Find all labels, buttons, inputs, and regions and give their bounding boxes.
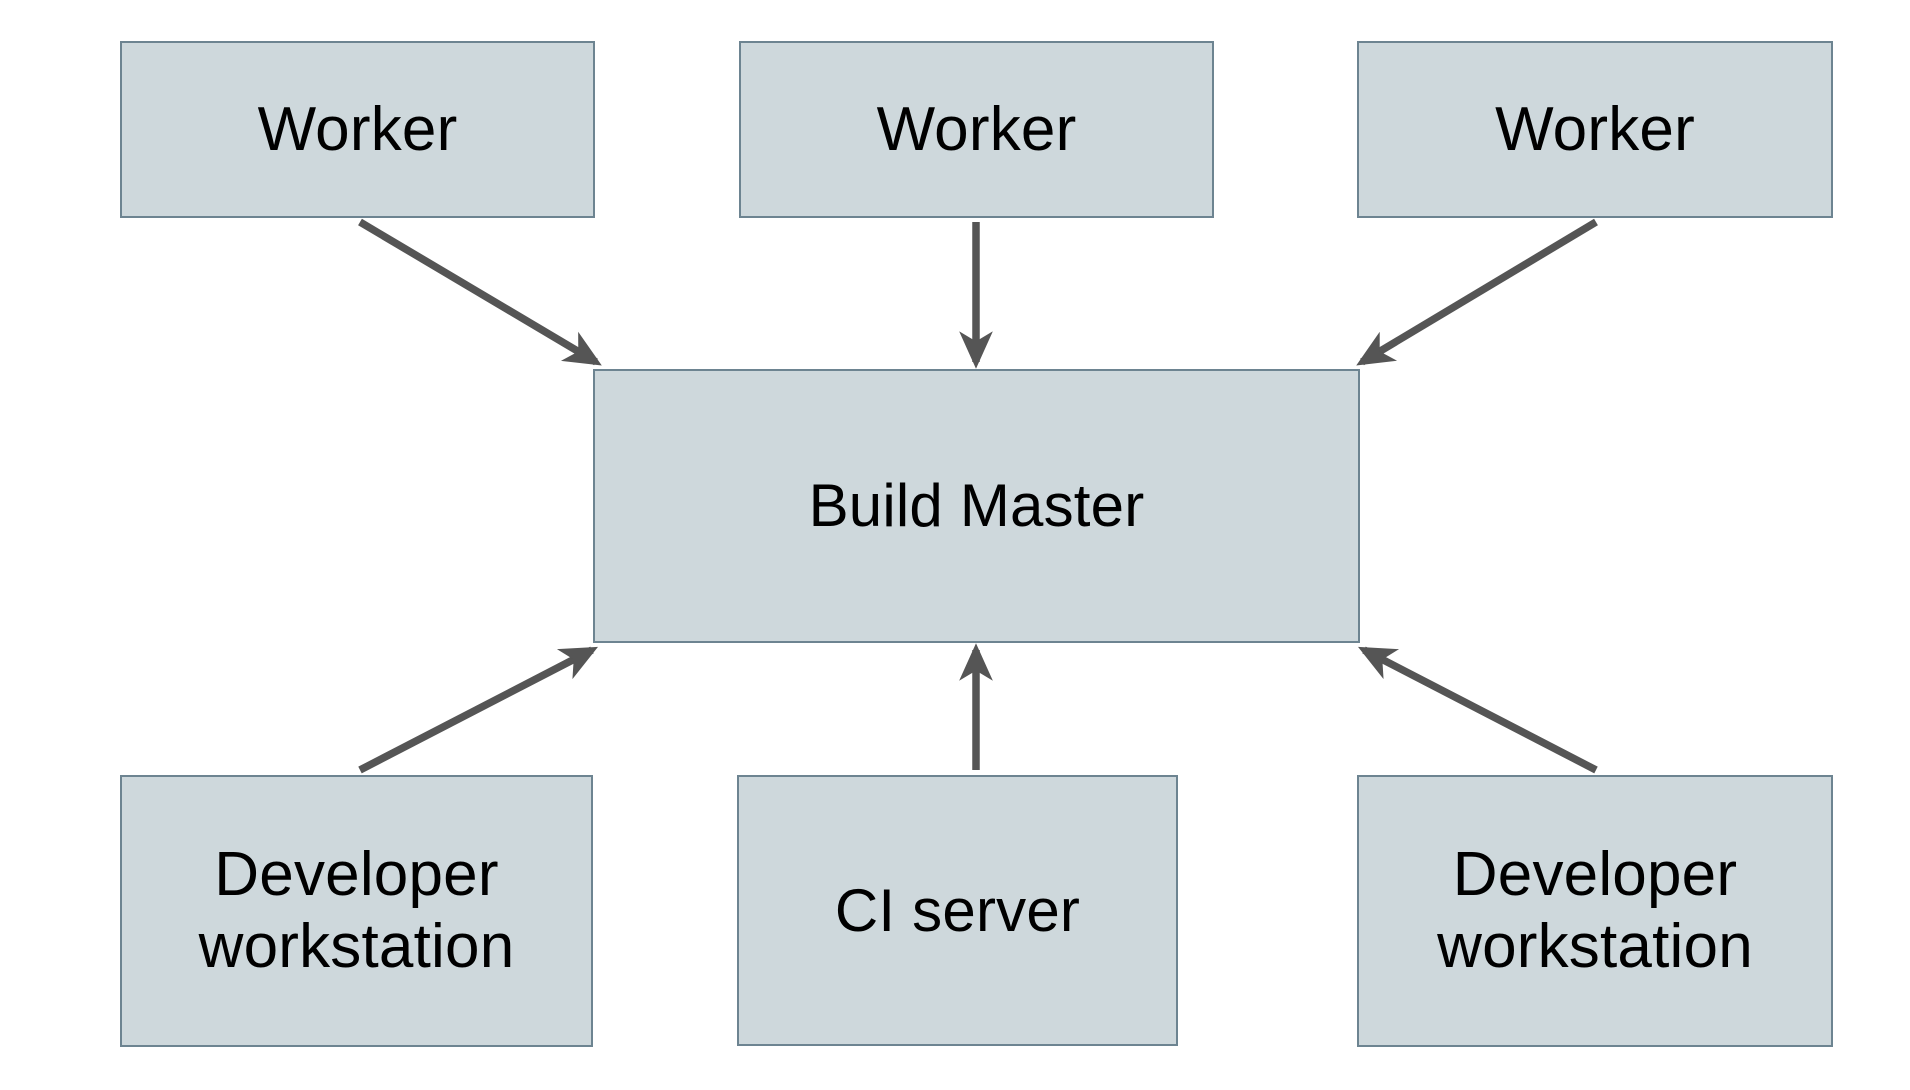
node-developer-workstation-left[interactable]: Developer workstation [120,775,593,1047]
edge-dev-left-to-build-master [358,646,598,774]
node-label: CI server [834,876,1081,944]
node-ci-server[interactable]: CI server [737,775,1178,1046]
node-developer-workstation-right[interactable]: Developer workstation [1357,775,1833,1047]
node-label: Developer workstation [198,840,515,981]
node-build-master[interactable]: Build Master [593,369,1360,643]
node-worker-2[interactable]: Worker [739,41,1214,218]
node-label: Build Master [808,472,1145,540]
node-label: Worker [1495,94,1695,164]
node-worker-1[interactable]: Worker [120,41,595,218]
edge-dev-right-to-build-master [1358,646,1598,774]
node-worker-3[interactable]: Worker [1357,41,1833,218]
edge-worker-1-to-build-master [358,218,602,366]
node-label: Worker [876,94,1077,164]
edge-worker-3-to-build-master [1356,218,1598,366]
node-label: Developer workstation [1437,840,1753,981]
node-label: Worker [257,94,458,164]
